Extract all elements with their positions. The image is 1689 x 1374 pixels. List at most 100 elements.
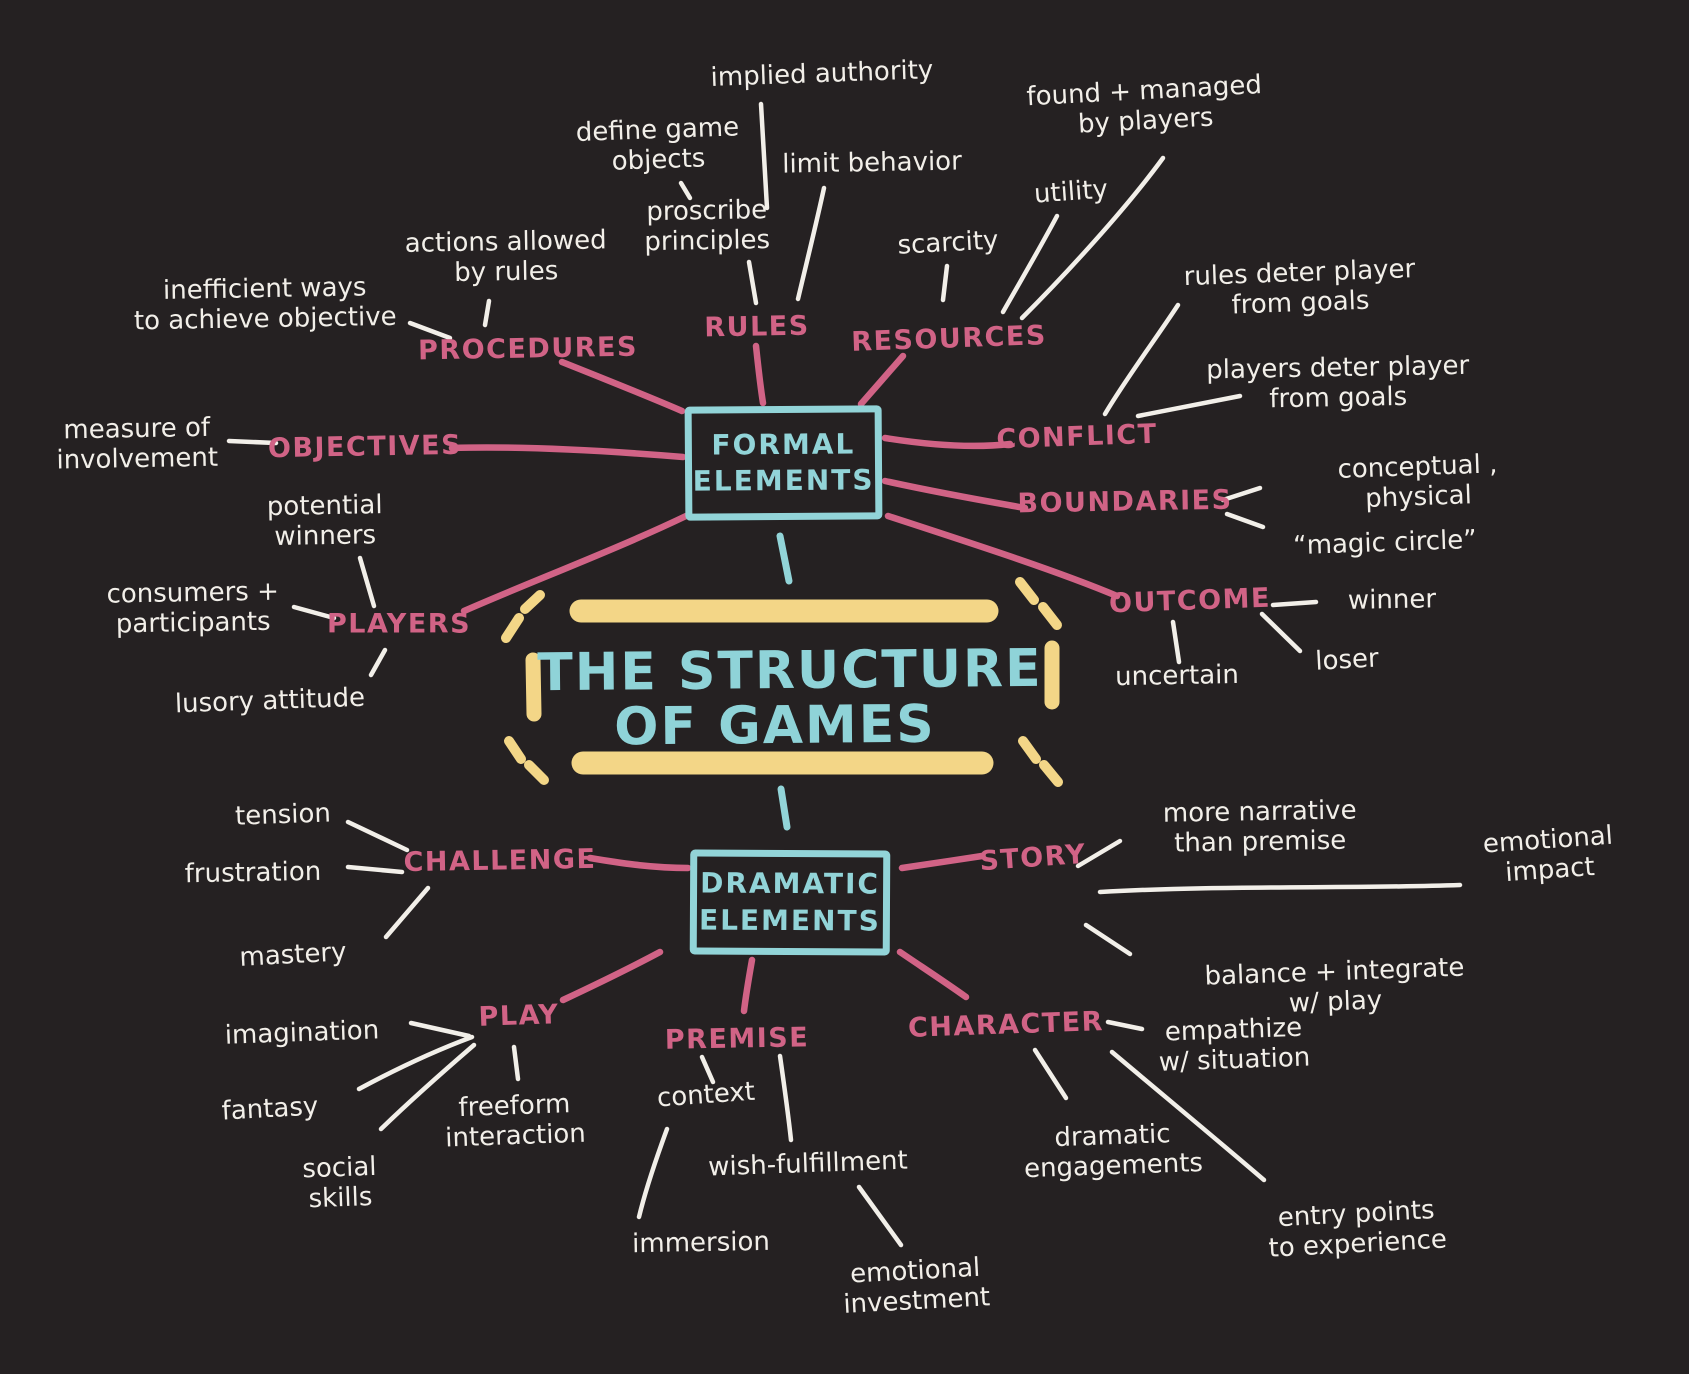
node-found-managed: found + managed by players [1025, 69, 1263, 140]
connector-boundaries-box [881, 477, 1029, 512]
connector-scarcity-resources [940, 263, 950, 303]
connector-imagination-play [408, 1020, 472, 1039]
leaf-connectors [226, 101, 1463, 1248]
node-immersion: immersion [631, 1226, 771, 1260]
connector-freeform-play [511, 1044, 521, 1082]
connector-formal-title [776, 532, 793, 585]
dramatic-elements-box-label: DRAMATIC ELEMENTS [698, 866, 881, 937]
node-empathize: empathize w/ situation [1158, 1012, 1311, 1078]
category-challenge: CHALLENGE [403, 843, 597, 879]
node-mastery: mastery [238, 937, 348, 973]
category-premise: PREMISE [664, 1022, 810, 1056]
sparkle-accent [1038, 602, 1062, 630]
node-measure-involvement: measure of involvement [56, 412, 219, 476]
connector-define-proscribe [678, 180, 693, 201]
connector-implied-authority [758, 101, 770, 211]
sparkle-accent [520, 590, 545, 614]
title-bar-left [525, 652, 542, 722]
connector-character-empathize [1105, 1019, 1145, 1032]
connector-outcome-winner [1270, 599, 1319, 608]
connector-procedures-box [558, 358, 686, 415]
connector-story-box [898, 852, 986, 872]
connector-character-dramaticeng [1032, 1047, 1069, 1101]
node-social-skills: social skills [301, 1151, 378, 1215]
sparkle-accent [1039, 760, 1063, 787]
node-winner: winner [1347, 584, 1437, 616]
node-tension: tension [234, 798, 332, 832]
node-frustration: frustration [184, 856, 322, 890]
category-conflict: CONFLICT [995, 418, 1159, 456]
connector-context-immersion [636, 1126, 670, 1220]
connector-playersdeter-conflict [1135, 393, 1243, 419]
category-rules: RULES [704, 310, 810, 344]
connector-story-emotionalimpact [1097, 882, 1463, 895]
connector-inefficient-procedures [407, 320, 453, 341]
connector-play-box [559, 948, 664, 1004]
connector-premise-context [699, 1054, 716, 1085]
formal-elements-box-label: FORMAL ELEMENTS [692, 427, 875, 498]
connector-players-box [460, 512, 690, 615]
connector-social-play [378, 1042, 477, 1132]
node-players-deter: players deter player from goals [1206, 350, 1470, 415]
node-rules-deter: rules deter player from goals [1183, 254, 1416, 321]
connector-consumers-players [291, 604, 337, 621]
connector-limit-rules [795, 185, 827, 302]
node-balance-integrate: balance + integrate w/ play [1204, 952, 1465, 1019]
node-freeform-interaction: freeform interaction [444, 1089, 587, 1154]
connector-utility-resources [1000, 213, 1060, 315]
node-inefficient-ways: inefficient ways to achieve objective [133, 272, 397, 337]
node-imagination: imagination [224, 1015, 380, 1051]
connector-outcome-uncertain [1170, 619, 1182, 665]
node-magic-circle: “magic circle” [1292, 524, 1478, 562]
node-limit-behavior: limit behavior [781, 146, 963, 180]
connector-fantasy-play [356, 1034, 475, 1092]
connector-wish-emotionalinvestment [856, 1184, 904, 1248]
node-more-narrative: more narrative than premise [1162, 795, 1357, 859]
node-potential-winners: potential winners [266, 490, 383, 552]
connector-boundaries-conceptual [1220, 485, 1263, 503]
dramatic-elements-box: DRAMATIC ELEMENTS [689, 849, 891, 956]
connector-found-resources [1019, 155, 1166, 321]
node-emotional-impact: emotional impact [1481, 820, 1614, 889]
connector-title-dramatic [777, 785, 791, 831]
connector-character-box [896, 948, 970, 1001]
formal-elements-box: FORMAL ELEMENTS [684, 405, 883, 521]
map-title-line1: THE STRUCTURE [537, 638, 1043, 704]
connector-resources-box [857, 352, 907, 408]
category-objectives: OBJECTIVES [267, 429, 463, 465]
connector-lusory-players [368, 647, 388, 678]
connector-outcome-box [884, 512, 1121, 600]
category-play: PLAY [478, 999, 560, 1033]
category-boundaries: BOUNDARIES [1017, 484, 1233, 520]
connector-frustration-challenge [345, 864, 405, 875]
map-title-line2: OF GAMES [614, 694, 936, 758]
node-define-game-objects: define game objects [575, 112, 740, 177]
node-entry-points: entry points to experience [1267, 1195, 1448, 1264]
connector-challenge-box [586, 854, 692, 872]
connector-premise-wish [777, 1053, 794, 1143]
spine-connectors [776, 532, 793, 831]
connector-conflict-box [881, 434, 1014, 450]
category-players: PLAYERS [326, 608, 472, 640]
connector-character-entrypoints [1109, 1049, 1267, 1183]
node-loser: loser [1314, 643, 1380, 677]
connector-story-balance [1083, 922, 1133, 957]
node-proscribe-principles: proscribe principles [644, 195, 771, 258]
sparkle-accent [1015, 577, 1039, 605]
node-consumers-participants: consumers + participants [106, 576, 280, 640]
connector-boundaries-magic [1224, 511, 1266, 530]
sparkle-accent [501, 613, 524, 643]
node-scarcity: scarcity [896, 225, 1000, 261]
connector-actions-procedures [482, 298, 492, 328]
sparkle-accent [524, 760, 549, 785]
connector-rulesdeter-conflict [1102, 302, 1181, 417]
category-procedures: PROCEDURES [417, 331, 639, 367]
connector-objectives-box [448, 444, 687, 461]
node-uncertain: uncertain [1114, 659, 1240, 693]
category-outcome: OUTCOME [1108, 582, 1272, 620]
node-dramatic-engagements: dramatic engagements [1023, 1119, 1204, 1185]
connector-rules-box [752, 342, 767, 407]
connector-outcome-loser [1259, 611, 1303, 654]
